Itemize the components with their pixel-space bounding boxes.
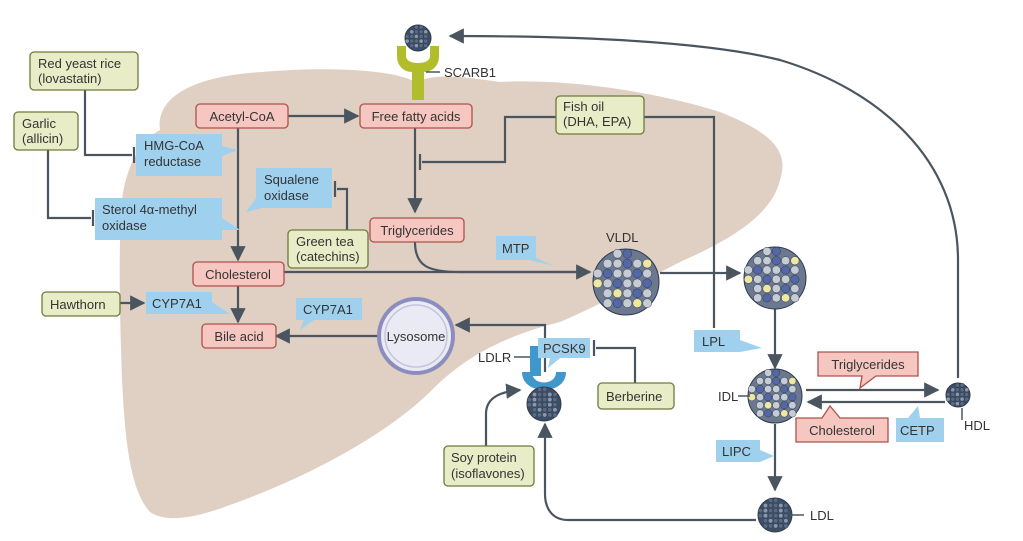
garlic-line2: (allicin) [22,131,63,146]
idl-label: IDL [718,389,738,404]
garlic-box [13,111,79,151]
idl-particle [747,368,803,424]
cetp-text: CETP [900,423,935,438]
berberine-text: Berberine [606,389,662,404]
hmgcoa-callout [136,134,238,176]
berberine-box [597,382,675,410]
green-tea-box [287,229,369,269]
arrow-hdl-to-scarb1 [448,28,960,378]
triglycerides-text: Triglycerides [380,223,454,238]
squalene-line1: Squalene [264,172,319,187]
arrow-ldl-to-ldlr [537,422,756,522]
scarb1-receptor [397,46,439,100]
cholesterol-text: Cholesterol [205,267,271,282]
red-yeast-rice-line2: (lovastatin) [38,71,102,86]
inhibit-red-yeast-to-hmgcoa [83,90,132,157]
inhibit-berberine-to-pcsk9 [596,346,637,383]
lpl-callout [694,330,762,352]
cholesterol-ext-callout [795,404,889,443]
red-yeast-rice-line1: Red yeast rice [38,56,121,71]
ldl-particle [757,497,793,533]
pcsk9-callout [538,338,590,368]
cyp7a1-mid-callout [296,298,362,330]
fish-oil-line1: Fish oil [563,99,604,114]
soy-protein-box [443,445,535,487]
squalene-line2: oxidase [264,188,309,203]
lysosome [377,297,455,375]
metabolite-boxes: Acetyl-CoA Free fatty acids Triglyceride… [192,103,919,443]
inhibit-garlic-to-sterol [46,148,91,220]
triglycerides-ext-text: Triglycerides [831,357,905,372]
red-yeast-rice-box [29,51,139,91]
inhibit-fish-oil-to-ffa [422,115,556,164]
bile-acid-box [201,323,277,349]
free-fatty-acids-text: Free fatty acids [372,109,461,124]
ldlr-bound-ldl-particle [526,386,562,422]
lpl-text: LPL [702,334,725,349]
sterol-line2: oxidase [102,218,147,233]
lipc-text: LIPC [722,444,751,459]
enzyme-callouts: HMG-CoA reductase Sterol 4α-methyl oxida… [95,134,944,462]
fish-oil-box [555,95,645,135]
garlic-line1: Garlic [22,116,56,131]
hmgcoa-line1: HMG-CoA [144,138,204,153]
hawthorn-box [41,291,121,317]
green-tea-line2: (catechins) [296,249,360,264]
ldlr-label: LDLR [478,350,511,365]
hawthorn-text: Hawthorn [50,297,106,312]
vldl-label: VLDL [606,230,639,245]
ldl-label: LDL [810,508,834,523]
ldlr-receptor [522,346,566,390]
hmgcoa-line2: reductase [144,154,201,169]
mtp-callout [496,236,554,266]
lipc-callout [716,440,774,462]
inhibit-green-tea-to-squalene [337,187,349,231]
cyp7a1-left-callout [146,292,230,314]
triglycerides-ext-callout [817,351,919,390]
triglycerides-box [369,217,465,243]
cholesterol-ext-text: Cholesterol [809,423,875,438]
cyp7a1-mid-text: CYP7A1 [303,302,353,317]
cholesterol-box [192,261,285,287]
squalene-callout [246,168,332,212]
herbal-boxes: Red yeast rice (lovastatin) Garlic (alli… [13,51,675,487]
lipoprotein-particles [404,24,971,533]
scarb1-label: SCARB1 [444,65,496,80]
acetyl-coa-text: Acetyl-CoA [209,109,274,124]
vldl-particle [592,248,660,316]
hdl-top-particle [404,24,432,52]
green-tea-line1: Green tea [296,234,355,249]
cyp7a1-left-text: CYP7A1 [152,296,202,311]
acetyl-coa-box [195,103,289,129]
soy-protein-line1: Soy protein [451,450,517,465]
lysosome-label: Lysosome [387,329,446,344]
free-fatty-acids-box [359,103,473,129]
sterol-callout [95,198,240,240]
soy-protein-line2: (isoflavones) [451,466,525,481]
hdl-label: HDL [964,418,990,433]
bile-acid-text: Bile acid [214,329,263,344]
fish-oil-line2: (DHA, EPA) [563,114,631,129]
arrow-fish-oil-to-lpl [644,115,716,328]
sterol-line1: Sterol 4α-methyl [102,202,197,217]
pcsk9-text: PCSK9 [543,341,586,356]
mtp-text: MTP [502,241,529,256]
arrow-soy-to-ldlr [484,383,522,446]
cetp-callout [896,406,944,442]
hdl-particle [945,382,971,408]
vldl2-particle [743,246,807,310]
